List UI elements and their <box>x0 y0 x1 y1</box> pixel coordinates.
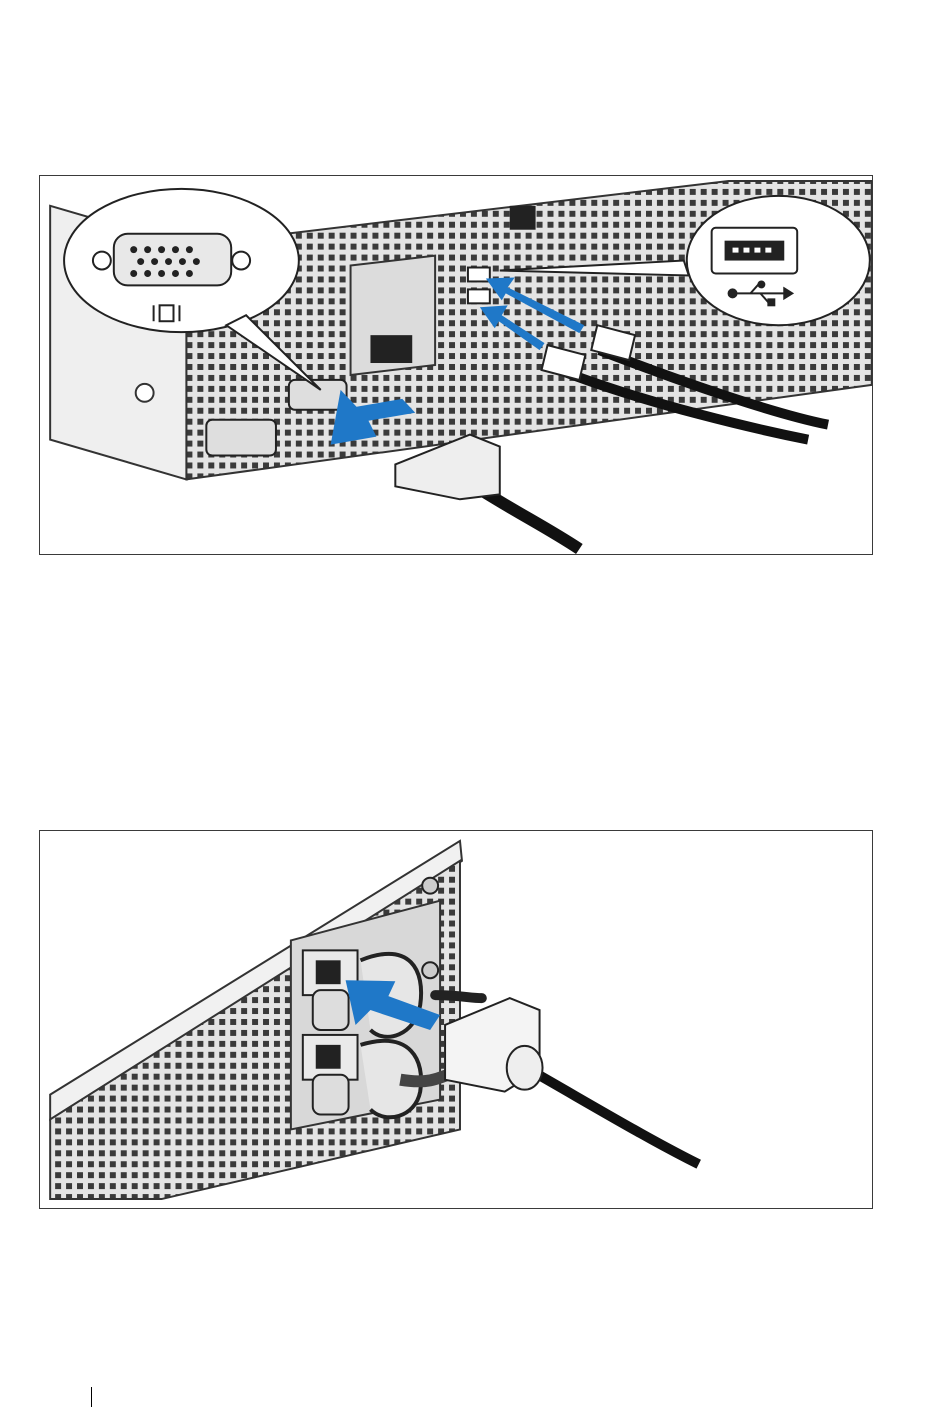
screw-icon <box>422 878 438 894</box>
server-rear-illustration <box>40 176 873 554</box>
network-port-icon <box>370 335 412 363</box>
footer-rule <box>91 1387 92 1407</box>
power-supply-illustration <box>40 831 873 1208</box>
velcro-strap-upper <box>435 995 482 998</box>
power-socket-upper-icon <box>316 960 341 984</box>
power-socket-lower-icon <box>316 1045 341 1069</box>
rj45-port-icon <box>510 206 536 230</box>
chassis-screw-icon <box>136 384 154 402</box>
screw-icon <box>422 962 438 978</box>
vga-cable <box>480 489 579 549</box>
usb-port-lower <box>468 289 490 303</box>
serial-port-icon <box>206 420 276 456</box>
figure-monitor-keyboard-mouse <box>39 175 873 555</box>
psu-handle-lower <box>313 1075 349 1115</box>
psu-handle-upper <box>313 990 349 1030</box>
vga-connector-icon <box>114 234 231 286</box>
figure-power-cable <box>39 830 873 1209</box>
power-cable <box>530 1070 699 1164</box>
